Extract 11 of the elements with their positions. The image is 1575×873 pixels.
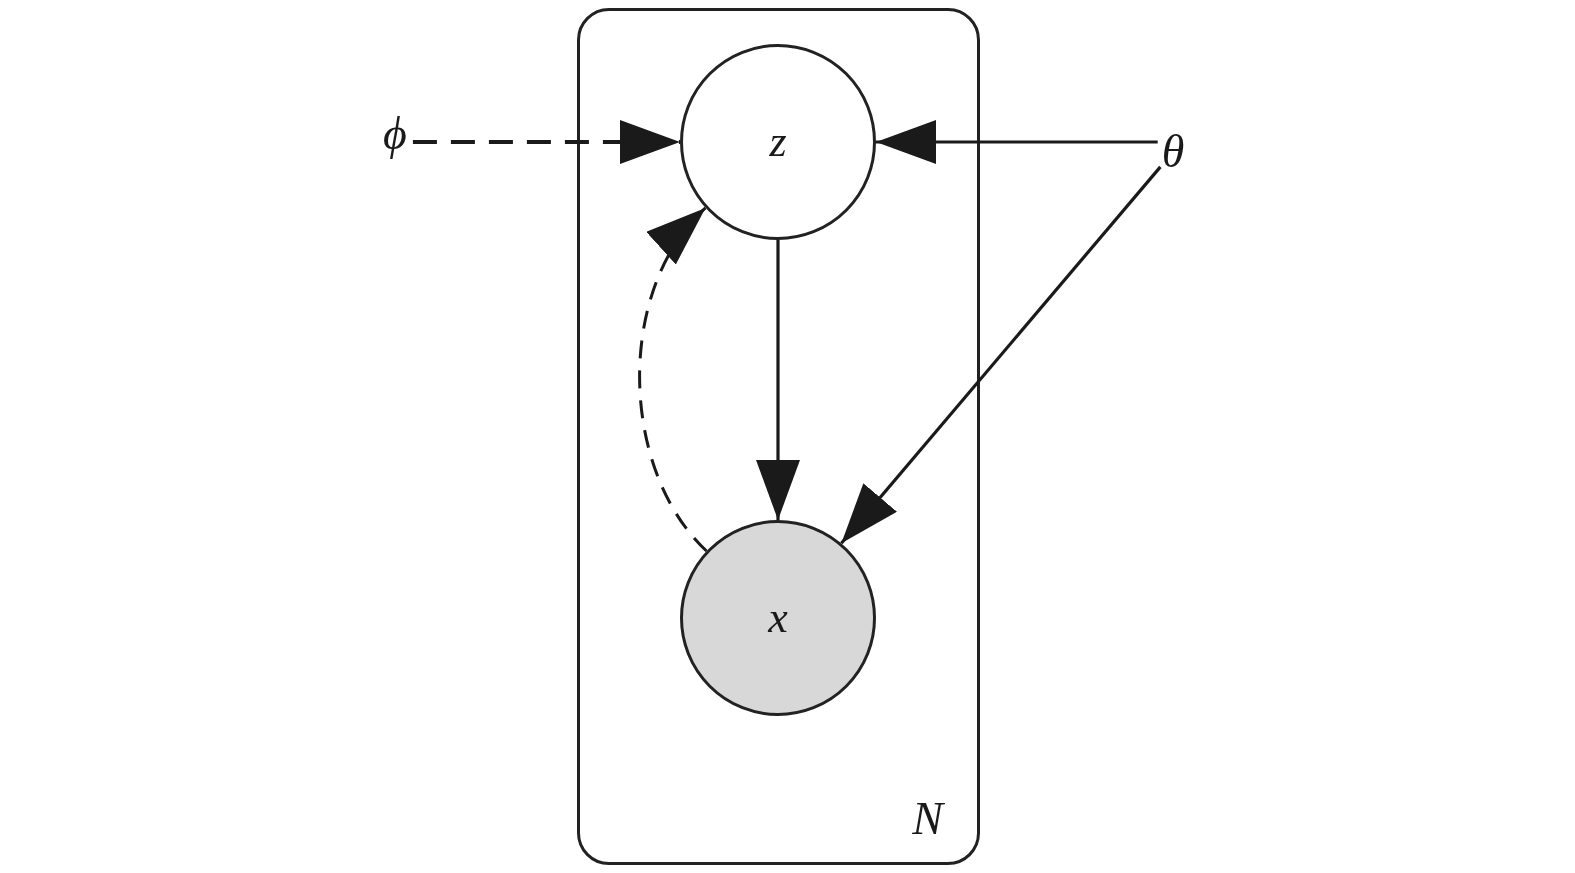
dashed-arrow — [412, 120, 680, 164]
curved-dashed-arrow — [638, 206, 708, 552]
parameter-label: θ — [1161, 129, 1185, 175]
parameter-label: ϕ — [383, 111, 407, 157]
variable-label: z — [769, 120, 787, 164]
plate-box — [577, 8, 980, 865]
plate-label: N — [912, 796, 943, 842]
arrow — [876, 120, 1158, 164]
arrow — [840, 165, 1162, 545]
arrow — [756, 240, 800, 520]
variable-label: x — [768, 596, 788, 640]
